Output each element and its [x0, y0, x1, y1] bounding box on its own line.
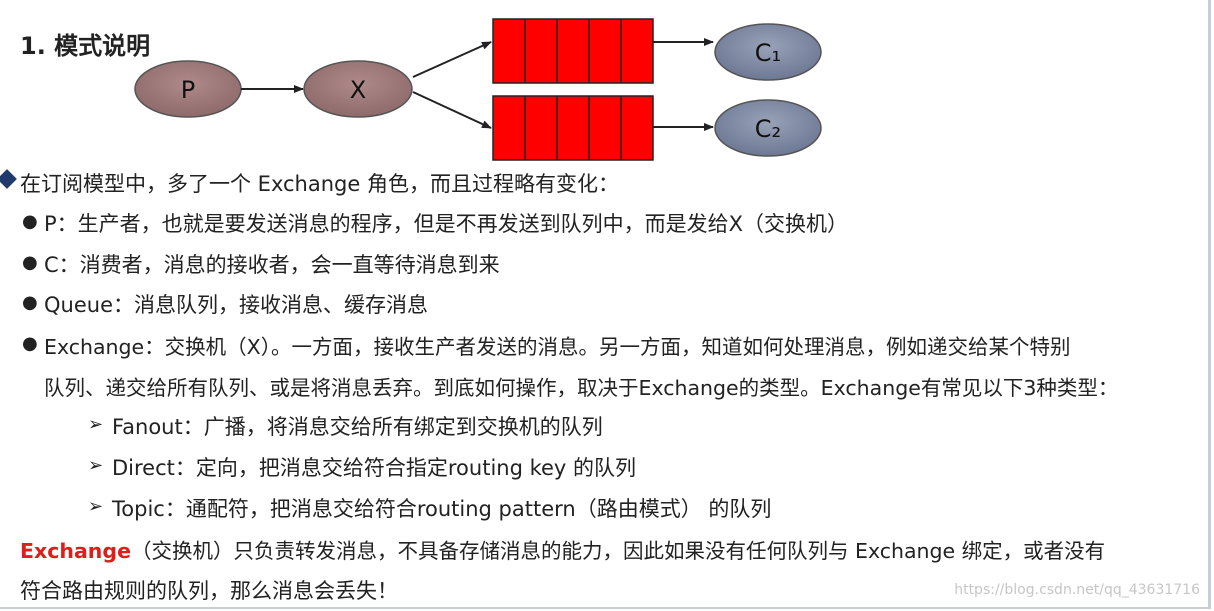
note-highlight: Exchange [20, 539, 131, 563]
consumer-2-label: C₂ [755, 115, 781, 143]
type-topic: Topic：通配符，把消息交给符合routing pattern（路由模式） 的… [112, 497, 772, 521]
bullet-queue: Queue：消息队列，接收消息、缓存消息 [44, 293, 428, 317]
type-direct: Direct：定向，把消息交给符合指定routing key 的队列 [112, 456, 637, 480]
intro-text: 在订阅模型中，多了一个 Exchange 角色，而且过程略有变化： [20, 172, 619, 196]
exchange-label: X [350, 76, 366, 104]
exchange-node [303, 60, 413, 118]
type-fanout: Fanout：广播，将消息交给所有绑定到交换机的队列 [112, 415, 603, 439]
arrow-x-to-queue1 [412, 41, 492, 78]
note-line1-rest: （交换机）只负责转发消息，不具备存储消息的能力，因此如果没有任何队列与 Exch… [130, 539, 1106, 563]
consumer-1-label: C₁ [755, 39, 781, 67]
bullet-dot-icon: ● [22, 292, 38, 313]
queue-1 [492, 18, 654, 84]
note-line1: Exchange（交换机）只负责转发消息，不具备存储消息的能力，因此如果没有任何… [20, 534, 1105, 564]
bullet-producer: P：生产者，也就是要发送消息的程序，但是不再发送到队列中，而是发给X（交换机） [44, 212, 849, 236]
bullet-dot-icon: ● [22, 252, 38, 273]
arrow-x-to-queue2 [412, 91, 492, 129]
arrow-bullet-icon: ➢ [88, 414, 104, 435]
arrow-bullet-icon: ➢ [88, 455, 104, 476]
arrow-bullet-icon: ➢ [88, 496, 104, 517]
consumer-1-node [714, 23, 822, 81]
producer-label: P [181, 76, 195, 104]
consumer-2-node [714, 99, 822, 157]
section-title: 1. 模式说明 [20, 32, 151, 60]
queue-2 [492, 95, 654, 161]
watermark: https://blog.csdn.net/qq_43631716 [954, 582, 1200, 598]
note-line2: 符合路由规则的队列，那么消息会丢失！ [20, 579, 398, 603]
bullet-dot-icon: ● [22, 211, 38, 232]
bullet-consumer: C：消费者，消息的接收者，会一直等待消息到来 [44, 253, 500, 277]
bullet-exchange-line2: 队列、递交给所有队列、或是将消息丢弃。到底如何操作，取决于Exchange的类型… [44, 376, 1119, 400]
publish-subscribe-diagram: P X C₁ C₂ [134, 18, 822, 161]
bullet-dot-icon: ● [22, 333, 38, 354]
bullet-exchange-line1: Exchange：交换机（X）。一方面，接收生产者发送的消息。另一方面，知道如何… [44, 335, 1071, 359]
